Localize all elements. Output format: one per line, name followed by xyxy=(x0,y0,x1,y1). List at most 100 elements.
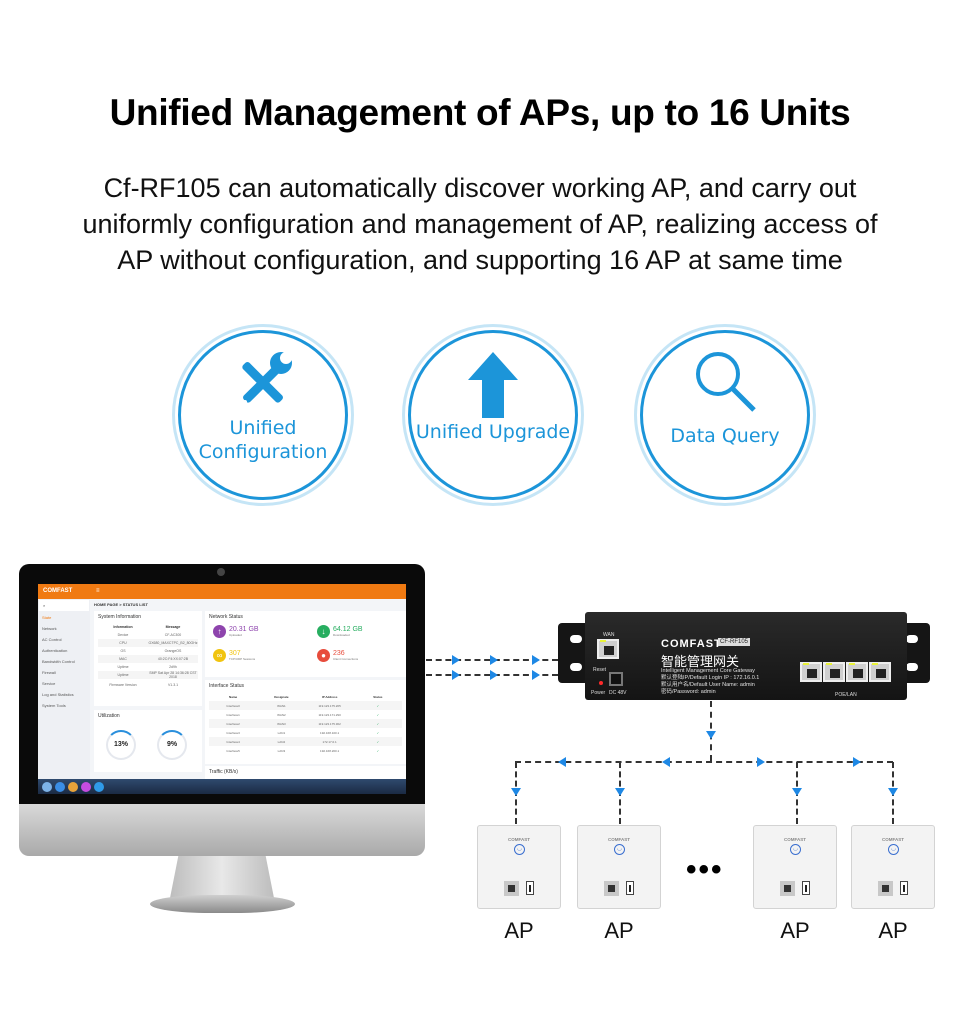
arrow-right-icon xyxy=(490,655,498,665)
arrow-down-icon xyxy=(792,788,802,796)
dc-jack xyxy=(609,672,623,686)
connection-line xyxy=(515,761,893,763)
app-icon[interactable] xyxy=(94,781,104,792)
feature-circle xyxy=(178,330,348,500)
arrow-right-icon xyxy=(452,670,460,680)
gateway-device: WAN Reset Power DC 48V COMFAST CF-RF105 … xyxy=(585,612,907,700)
monitor-base xyxy=(150,895,295,913)
wifi-icon: ◡ xyxy=(514,844,525,855)
brand-logo: COMFAST xyxy=(43,588,73,594)
app-icon[interactable] xyxy=(81,781,91,792)
sidebar-item-log[interactable]: Log and Statistics xyxy=(42,692,74,697)
feature-data-query: Data Query xyxy=(634,324,816,506)
link-icon: ∞ xyxy=(213,649,226,662)
ethernet-port xyxy=(878,881,893,896)
memory-gauge: 9% xyxy=(157,730,187,760)
magnifier-icon xyxy=(696,352,756,412)
ap-label: AP xyxy=(780,918,810,943)
lan-port-1 xyxy=(800,662,822,682)
sidebar-item-bandwidth[interactable]: Bandwidth Control xyxy=(42,659,75,664)
access-point: COMFAST ◡ xyxy=(753,825,837,909)
page-subtitle: Cf-RF105 can automatically discover work… xyxy=(0,170,960,278)
sidebar-item-ac-control[interactable]: AC Control xyxy=(42,637,62,642)
sidebar-item-network[interactable]: Network xyxy=(42,626,57,631)
sidebar-search[interactable]: ⌕ xyxy=(39,600,89,611)
arrow-down-icon xyxy=(888,788,898,796)
ring-decoration xyxy=(172,324,354,506)
upload-icon: ↑ xyxy=(213,625,226,638)
arrow-right-icon xyxy=(757,757,765,767)
arrow-down-icon xyxy=(706,731,716,739)
upload-arrow-icon xyxy=(468,352,518,418)
arrow-down-icon xyxy=(511,788,521,796)
gateway-info: Intelligent Management Core Gateway 默认登陆… xyxy=(661,668,760,695)
subtitle-line: AP without configuration, and supporting… xyxy=(117,245,843,275)
usb-port xyxy=(802,881,810,895)
traffic-card: Traffic (KB/s) xyxy=(205,766,406,780)
app-header: COMFAST ≡ xyxy=(38,584,406,599)
ethernet-port xyxy=(604,881,619,896)
usb-port xyxy=(900,881,908,895)
download-icon: ↓ xyxy=(317,625,330,638)
page-title: Unified Management of APs, up to 16 Unit… xyxy=(109,92,851,133)
arrow-right-icon xyxy=(490,670,498,680)
ring-decoration xyxy=(634,324,816,506)
usb-port xyxy=(526,881,534,895)
arrow-right-icon xyxy=(452,655,460,665)
ethernet-port xyxy=(780,881,795,896)
user-icon: ● xyxy=(317,649,330,662)
utilization-card: Utilization 13% 9% xyxy=(94,710,202,772)
sidebar-item-system-tools[interactable]: System Tools xyxy=(42,703,66,708)
lan-port-2 xyxy=(823,662,845,682)
ap-label: AP xyxy=(604,918,634,943)
menu-toggle-icon[interactable]: ≡ xyxy=(96,588,100,594)
arrow-down-icon xyxy=(615,788,625,796)
management-screen: COMFAST ≡ ⌕ State Network AC Control Aut… xyxy=(38,584,406,794)
power-led xyxy=(599,681,603,685)
sidebar-item-service[interactable]: Service xyxy=(42,681,56,686)
taskbar xyxy=(38,779,406,794)
wifi-icon: ◡ xyxy=(888,844,899,855)
wrench-screwdriver-icon xyxy=(242,352,292,404)
usb-port xyxy=(626,881,634,895)
breadcrumb: HOME PAGE > STATUS LIST xyxy=(94,602,148,607)
ethernet-port xyxy=(504,881,519,896)
start-icon[interactable] xyxy=(42,781,52,792)
gateway-brand: COMFAST xyxy=(661,638,722,650)
ellipsis: ••• xyxy=(686,853,724,886)
ie-icon[interactable] xyxy=(55,781,65,792)
access-point: COMFAST ◡ xyxy=(577,825,661,909)
arrow-right-icon xyxy=(532,670,540,680)
wifi-icon: ◡ xyxy=(790,844,801,855)
feature-label: Unified Upgrade xyxy=(415,421,571,443)
chrome-icon[interactable] xyxy=(68,781,78,792)
sidebar-item-firewall[interactable]: Firewall xyxy=(42,670,56,675)
lan-port-4 xyxy=(869,662,891,682)
sidebar-item-state[interactable]: State xyxy=(42,615,52,620)
ring-decoration xyxy=(402,324,584,506)
monitor-chin xyxy=(19,804,425,856)
lan-port-3 xyxy=(846,662,868,682)
feature-unified-configuration: Unified Configuration xyxy=(172,324,354,506)
sidebar-item-authentication[interactable]: Authentication xyxy=(42,648,68,653)
arrow-right-icon xyxy=(532,655,540,665)
gateway-model: CF-RF105 xyxy=(718,638,751,646)
subtitle-line: Cf-RF105 can automatically discover work… xyxy=(103,173,857,203)
